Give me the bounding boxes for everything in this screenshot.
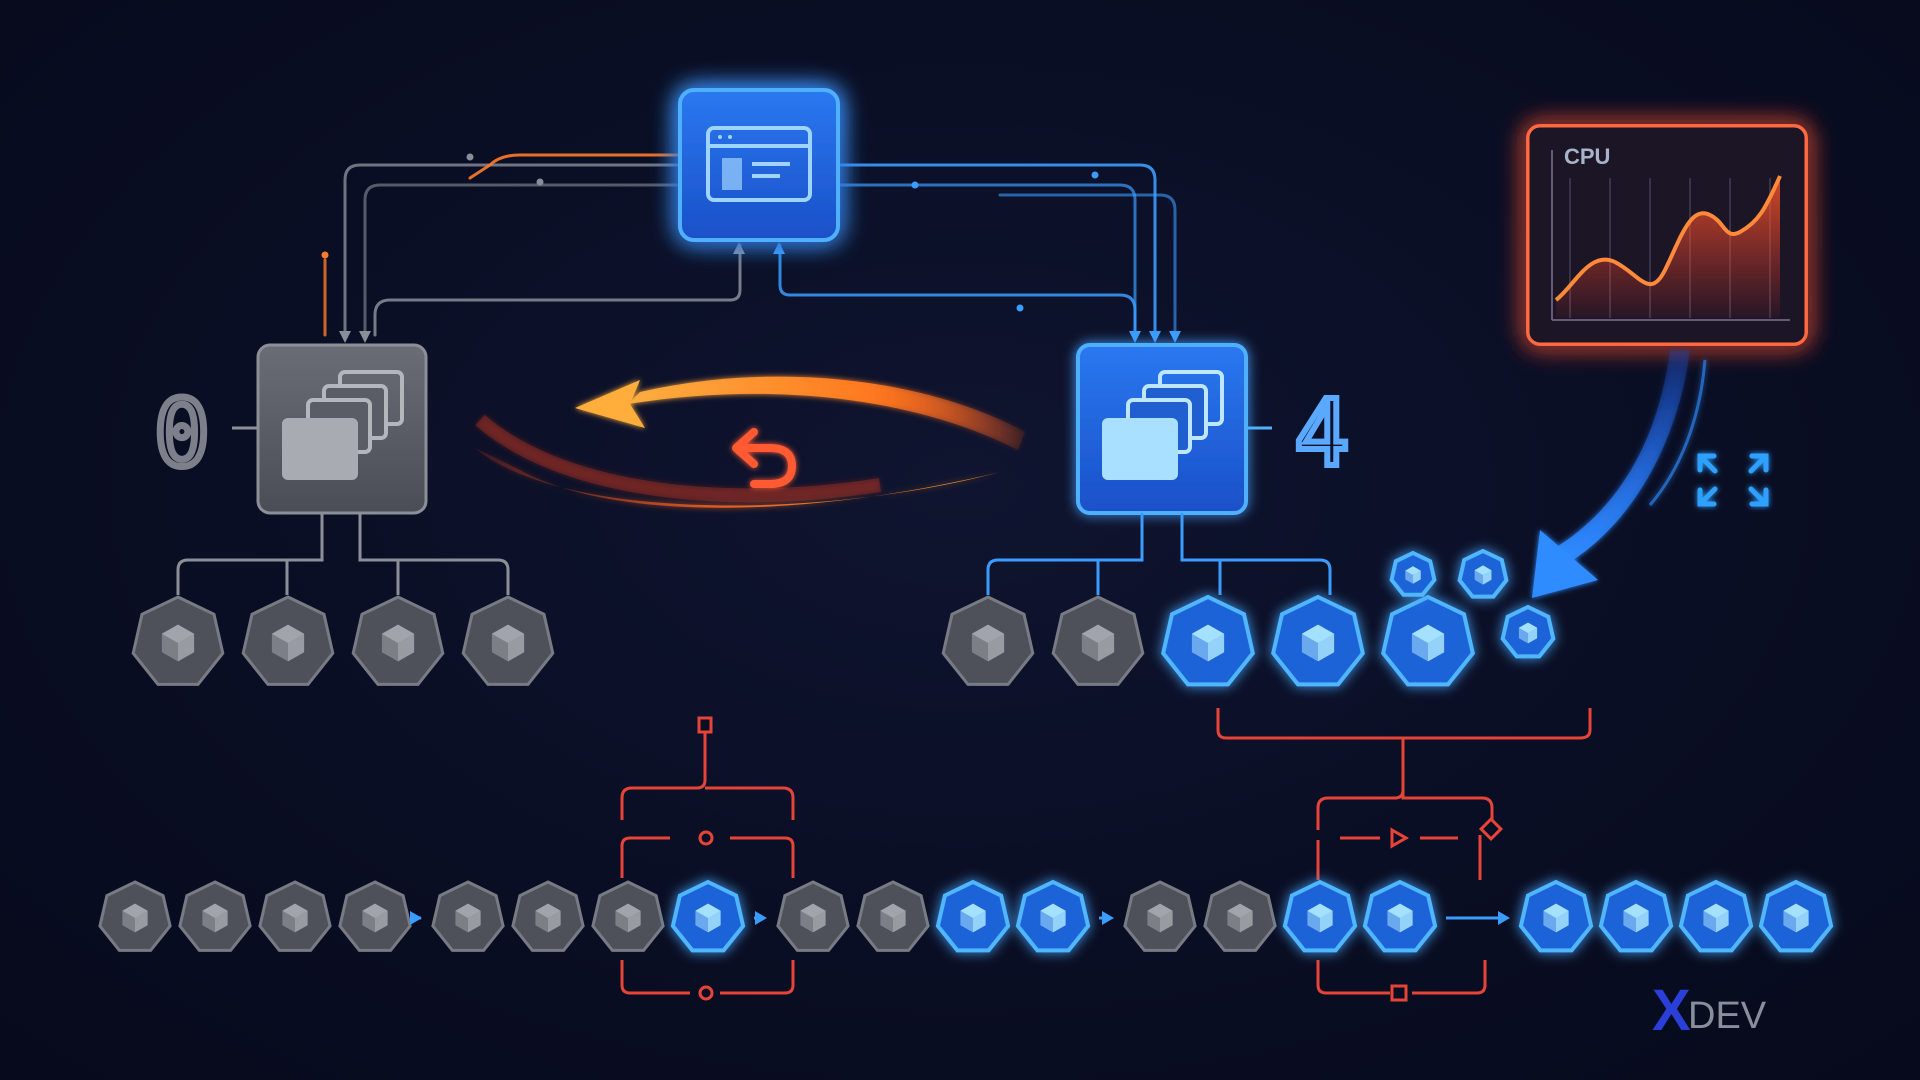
link-controller-old-1 (343, 163, 682, 337)
pod-tree-lines (176, 513, 1332, 595)
timeline-pod[interactable] (98, 880, 172, 952)
timeline-arrow-head (755, 911, 767, 925)
old-pod[interactable] (351, 595, 445, 686)
new-replica-count: 4 (1294, 380, 1349, 487)
old-pod[interactable] (241, 595, 335, 686)
link-orange-trace-1 (468, 153, 682, 180)
timeline-pod[interactable] (1203, 880, 1277, 952)
new-pod[interactable] (941, 595, 1035, 686)
controller-window-icon (706, 126, 812, 202)
timeline-pod[interactable] (670, 879, 746, 953)
cpu-label: CPU (1564, 144, 1610, 169)
timeline-pod[interactable] (935, 879, 1011, 953)
new-pod[interactable] (1381, 594, 1475, 687)
timeline-pod[interactable] (856, 880, 930, 952)
timeline-pod[interactable] (178, 880, 252, 952)
scale-up-arrow (1532, 350, 1707, 598)
undo-arrow-icon (732, 428, 796, 488)
link-controller-new-1 (836, 163, 1157, 337)
timeline-pod[interactable] (1362, 879, 1438, 953)
timeline-pod[interactable] (1758, 879, 1834, 953)
old-pod[interactable] (461, 595, 555, 686)
expand-arrows-icon (1697, 453, 1769, 507)
timeline-arrow-head (410, 911, 422, 925)
timeline-pod[interactable] (511, 880, 585, 952)
scaling-pod[interactable] (1500, 604, 1556, 659)
link-old-controller-up (373, 243, 742, 337)
scaling-pod[interactable] (1389, 550, 1437, 597)
link-new-controller-up (778, 243, 1137, 337)
timeline-arrow-head (1102, 911, 1114, 925)
link-controller-new-3 (998, 193, 1177, 337)
timeline-pod[interactable] (1518, 879, 1594, 953)
timeline-pod[interactable] (338, 880, 412, 952)
brand-logo: X DEV (1652, 978, 1767, 1043)
rollout-brackets (620, 708, 1592, 1002)
brand-text: DEV (1688, 995, 1767, 1037)
new-pod[interactable] (1051, 595, 1145, 686)
timeline-pod[interactable] (1282, 879, 1358, 953)
timeline-pod[interactable] (776, 880, 850, 952)
timeline-pod[interactable] (1678, 879, 1754, 953)
cpu-panel[interactable]: CPU (1526, 124, 1808, 346)
old-replica-count: 0 (154, 380, 209, 487)
brand-mark: X (1652, 978, 1691, 1043)
new-deployment-stack-icon (1102, 370, 1224, 480)
cpu-area (1556, 176, 1780, 318)
pods-layer (98, 548, 1834, 953)
new-pod[interactable] (1161, 594, 1255, 687)
rollback-swoosh (475, 376, 1025, 508)
timeline-arrows (410, 911, 1510, 925)
controller-links (321, 153, 1181, 343)
link-controller-new-2 (836, 183, 1137, 337)
timeline-pod[interactable] (1015, 879, 1091, 953)
timeline-pod[interactable] (258, 880, 332, 952)
timeline-arrow-head (1498, 911, 1510, 925)
old-deployment-node[interactable] (256, 343, 428, 515)
cpu-line (1554, 175, 1782, 302)
old-pod[interactable] (131, 595, 225, 686)
timeline-pod[interactable] (1598, 879, 1674, 953)
timeline-pod[interactable] (431, 880, 505, 952)
timeline-pod[interactable] (591, 880, 665, 952)
timeline-pod[interactable] (1123, 880, 1197, 952)
link-controller-old-2 (363, 183, 682, 337)
new-pod[interactable] (1271, 594, 1365, 687)
scaling-pod[interactable] (1457, 548, 1509, 599)
old-deployment-stack-icon (282, 370, 404, 480)
